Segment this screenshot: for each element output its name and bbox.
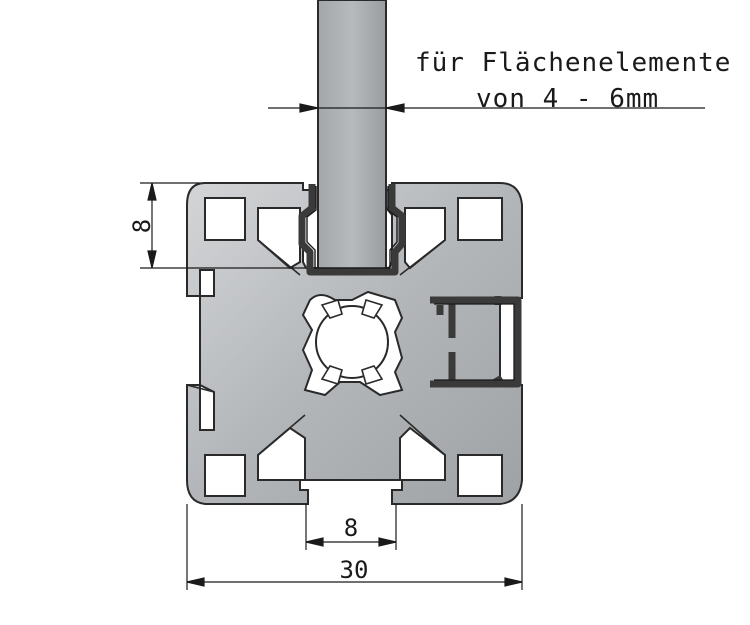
profile-width-dimension [186,504,523,590]
center-core-hole [315,305,389,379]
side-seal-inner [434,303,515,381]
groove-height-label: 8 [128,219,156,233]
side-seal-profile [430,296,522,388]
panel-thickness-dimension [268,103,705,113]
aluminium-profile-body [186,182,523,505]
profile-width-label: 30 [340,556,369,584]
top-seal-profile [298,184,406,276]
annotation-line-2: von 4 - 6mm [476,84,660,114]
annotation-line-1: für Flächenelemente [415,48,732,78]
panel-element [317,0,387,271]
profile-web-lines [186,239,446,456]
center-core-slots [320,298,384,386]
top-seal-inner [306,186,398,269]
groove-height-dimension [140,182,305,269]
slot-width-label: 8 [344,514,358,542]
slot-width-dimension [305,504,397,550]
